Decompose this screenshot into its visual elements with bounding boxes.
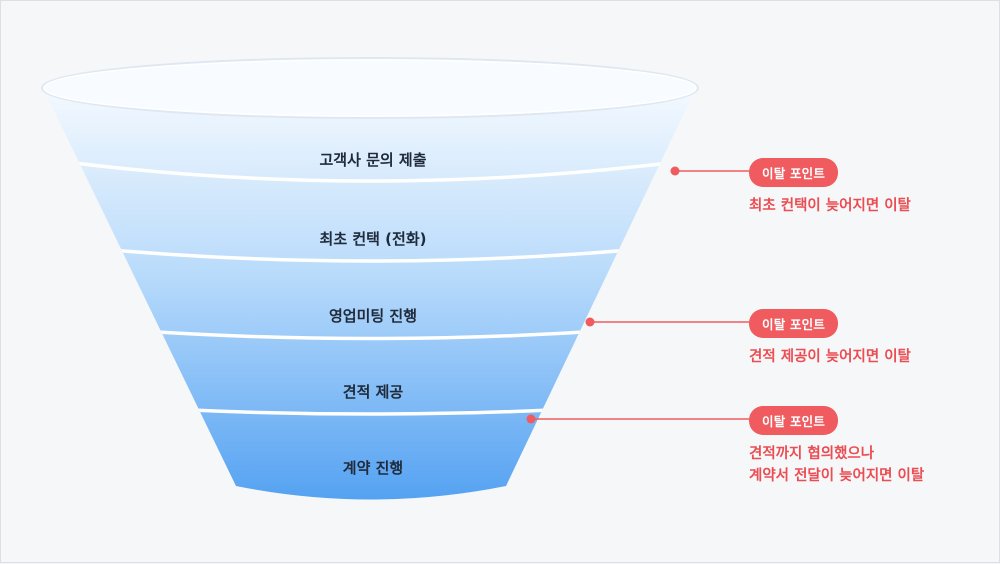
funnel-rim [41, 57, 699, 119]
funnel-body [43, 88, 696, 500]
drop-point-description: 견적 제공이 늦어지면 이탈 [749, 349, 911, 365]
drop-connector-3 [526, 414, 749, 424]
stage-divider [43, 154, 696, 183]
stage-label-3: 영업미팅 진행 [329, 307, 417, 325]
drop-point-badge: 이탈 포인트 [749, 309, 839, 338]
drop-point-1: 이탈 포인트 최초 컨택이 늦어지면 이탈 [749, 158, 911, 217]
drop-point-3: 이탈 포인트 견적까지 협의했으나 계약서 전달이 늦어지면 이탈 [749, 406, 924, 487]
drop-point-description: 최초 컨택이 늦어지면 이탈 [749, 198, 911, 214]
stage-label-2: 최초 컨택 (전화) [320, 230, 427, 248]
drop-point-description: 견적까지 협의했으나 계약서 전달이 늦어지면 이탈 [749, 446, 925, 484]
stage-label-4: 견적 제공 [343, 383, 404, 401]
stage-label-5: 계약 진행 [343, 459, 403, 477]
stage-label-1: 고객사 문의 제출 [319, 151, 426, 169]
drop-point-2: 이탈 포인트 견적 제공이 늦어지면 이탈 [749, 309, 911, 368]
drop-point-badge: 이탈 포인트 [749, 158, 839, 187]
drop-connector-1 [670, 166, 749, 176]
drop-point-badge: 이탈 포인트 [749, 406, 839, 435]
drop-connector-2 [585, 317, 749, 327]
